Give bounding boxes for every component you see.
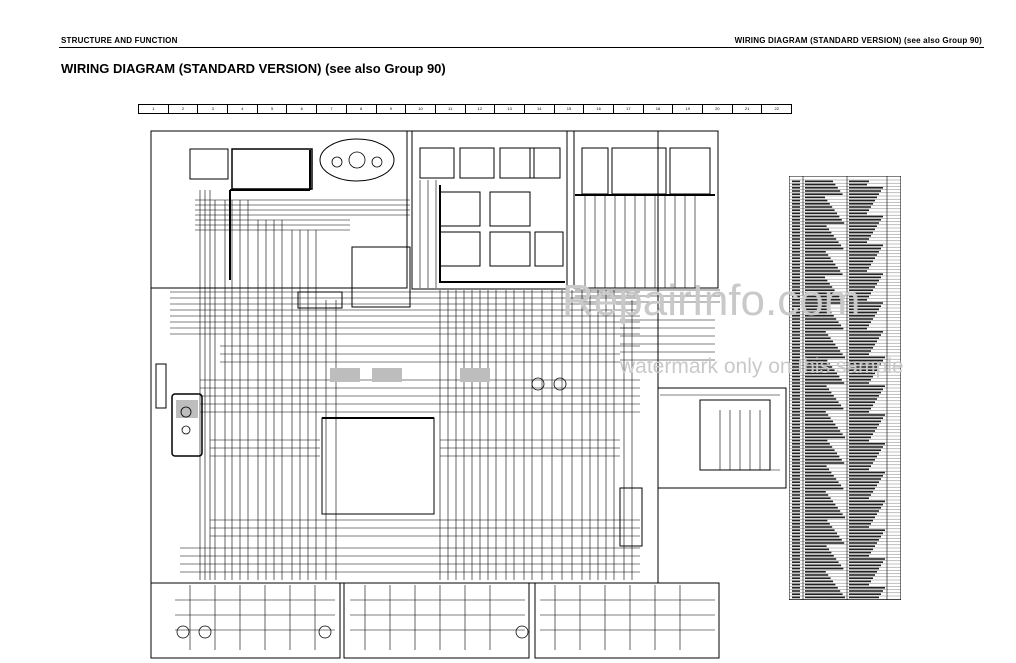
wire-legend-table [789,176,901,600]
ruler-cell: 11 [436,105,466,113]
block-bottom-right [534,582,720,659]
gauge-cluster [319,138,395,182]
ruler-cell: 6 [287,105,318,113]
watermark-sample-note: watermark only on this sample [620,355,904,378]
ruler-cell: 10 [406,105,436,113]
block-dashboard [150,130,408,289]
ruler-cell: 1 [139,105,169,113]
central-ecu [321,417,435,515]
ruler-cell: 13 [495,105,525,113]
block-controller-right [657,387,787,489]
ruler-cell: 5 [258,105,288,113]
ruler-cell: 14 [525,105,555,113]
ruler-cell: 2 [169,105,199,113]
watermark-domain: RepairInfo.com [562,276,861,325]
ruler-cell: 18 [644,105,674,113]
ruler-cell: 22 [774,106,779,111]
ruler-cell: 4 [228,105,258,113]
ruler-cell: 9 [377,105,407,113]
ruler-cell: 15 [555,105,585,113]
block-bottom-center [343,582,530,659]
ruler-cell: 21 [733,105,763,113]
ruler-cell: 7 [317,105,347,113]
block-bottom-left [150,582,341,659]
block-relays-right [573,130,719,289]
display-panel [171,393,203,457]
ruler-cell: 19 [673,105,704,113]
ruler-cell: 12 [466,105,496,113]
ruler-cell: 8 [347,105,377,113]
header-left: STRUCTURE AND FUNCTION [61,36,178,45]
ruler-cell: 16 [584,105,614,113]
block-relays-center [411,130,568,290]
page-title: WIRING DIAGRAM (STANDARD VERSION) (see a… [61,61,446,76]
header-rule [59,47,984,48]
ruler-cell: 3 [198,105,229,113]
ruler-cell: 17 [614,105,644,113]
header-right: WIRING DIAGRAM (STANDARD VERSION) (see a… [734,36,982,45]
ruler-cell: 20 [703,105,733,113]
